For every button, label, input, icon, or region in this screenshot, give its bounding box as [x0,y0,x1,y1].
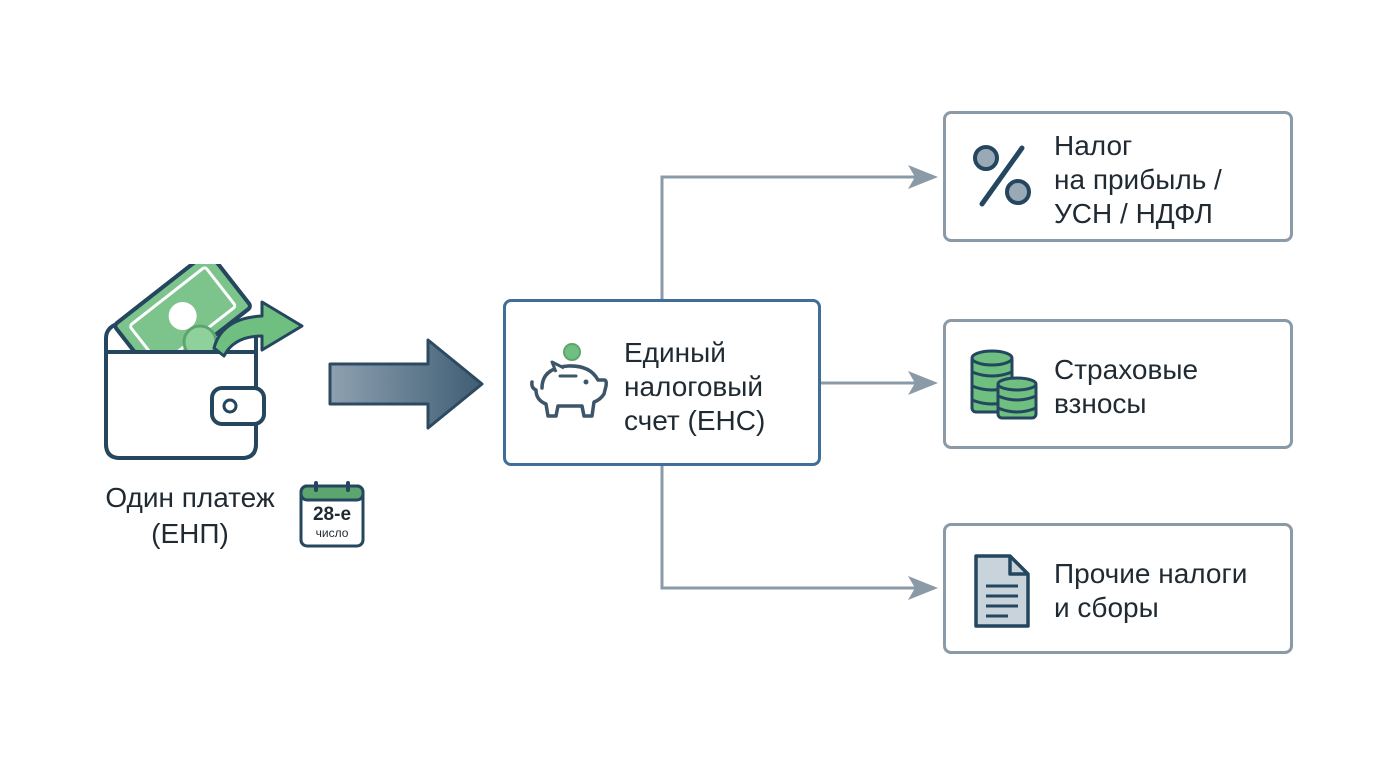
payment-source: Один платеж (ЕНП) 28-е число [90,262,390,562]
ens-label-line-1: Единый [624,337,726,368]
calendar-frame [299,481,365,548]
target-box-other-taxes: Прочие налоги и сборы [943,523,1293,654]
calendar-icon: 28-е число [299,480,365,548]
percent-icon [973,145,1031,207]
target-3-line-2: и сборы [1054,592,1159,623]
ens-box: Единый налоговый счет (ЕНС) [503,299,821,466]
payment-label-line-1: Один платеж [105,482,275,513]
arrowhead-target-2 [908,371,938,395]
target-2-label: Страховые взносы [1054,353,1294,421]
target-1-line-1: Налог [1054,130,1133,161]
main-flow-arrow [328,338,484,430]
arrowhead-target-3 [908,576,938,600]
connector-to-target-1 [660,175,915,299]
wallet-icon [104,264,304,460]
ens-label: Единый налоговый счет (ЕНС) [624,336,814,438]
piggy-bank-icon [530,343,608,418]
target-2-line-1: Страховые [1054,354,1199,385]
target-box-insurance: Страховые взносы [943,319,1293,449]
calendar-word: число [315,526,349,540]
target-1-line-2: на прибыль / [1054,164,1222,195]
target-1-label: Налог на прибыль / УСН / НДФЛ [1054,129,1294,231]
ens-label-line-2: налоговый [624,371,764,402]
document-icon [974,554,1030,628]
target-3-label: Прочие налоги и сборы [1054,557,1294,625]
coin-stack-icon [970,349,1038,420]
payment-label-line-2: (ЕНП) [151,518,229,549]
calendar-day: 28-е [312,504,352,525]
connector-to-target-3 [660,466,915,590]
target-1-line-3: УСН / НДФЛ [1054,198,1213,229]
target-2-line-2: взносы [1054,388,1147,419]
payment-label: Один платеж (ЕНП) [90,480,290,552]
arrowhead-target-1 [908,165,938,189]
target-box-profit-tax: Налог на прибыль / УСН / НДФЛ [943,111,1293,242]
target-3-line-1: Прочие налоги [1054,558,1248,589]
ens-label-line-3: счет (ЕНС) [624,405,766,436]
